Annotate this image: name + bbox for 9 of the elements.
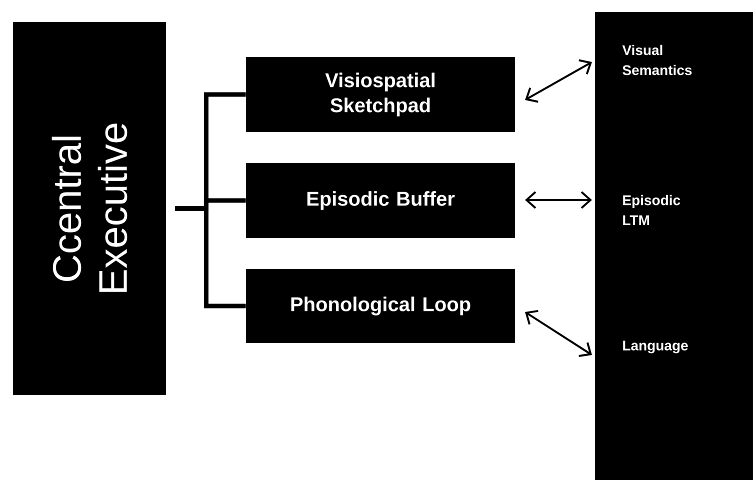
double-arrow [525, 310, 592, 358]
double-arrow [525, 59, 592, 103]
component-box: Visiospatial Sketchpad [246, 57, 515, 132]
double-arrow [525, 191, 592, 209]
component-box: Episodic Buffer [246, 163, 515, 238]
memory-box: Visual Semantics Episodic LTM Language [595, 12, 753, 480]
component-box: Phonological Loop [246, 269, 515, 343]
bracket-connector [175, 206, 246, 308]
executive-box: Ccentral Executive [13, 22, 166, 395]
